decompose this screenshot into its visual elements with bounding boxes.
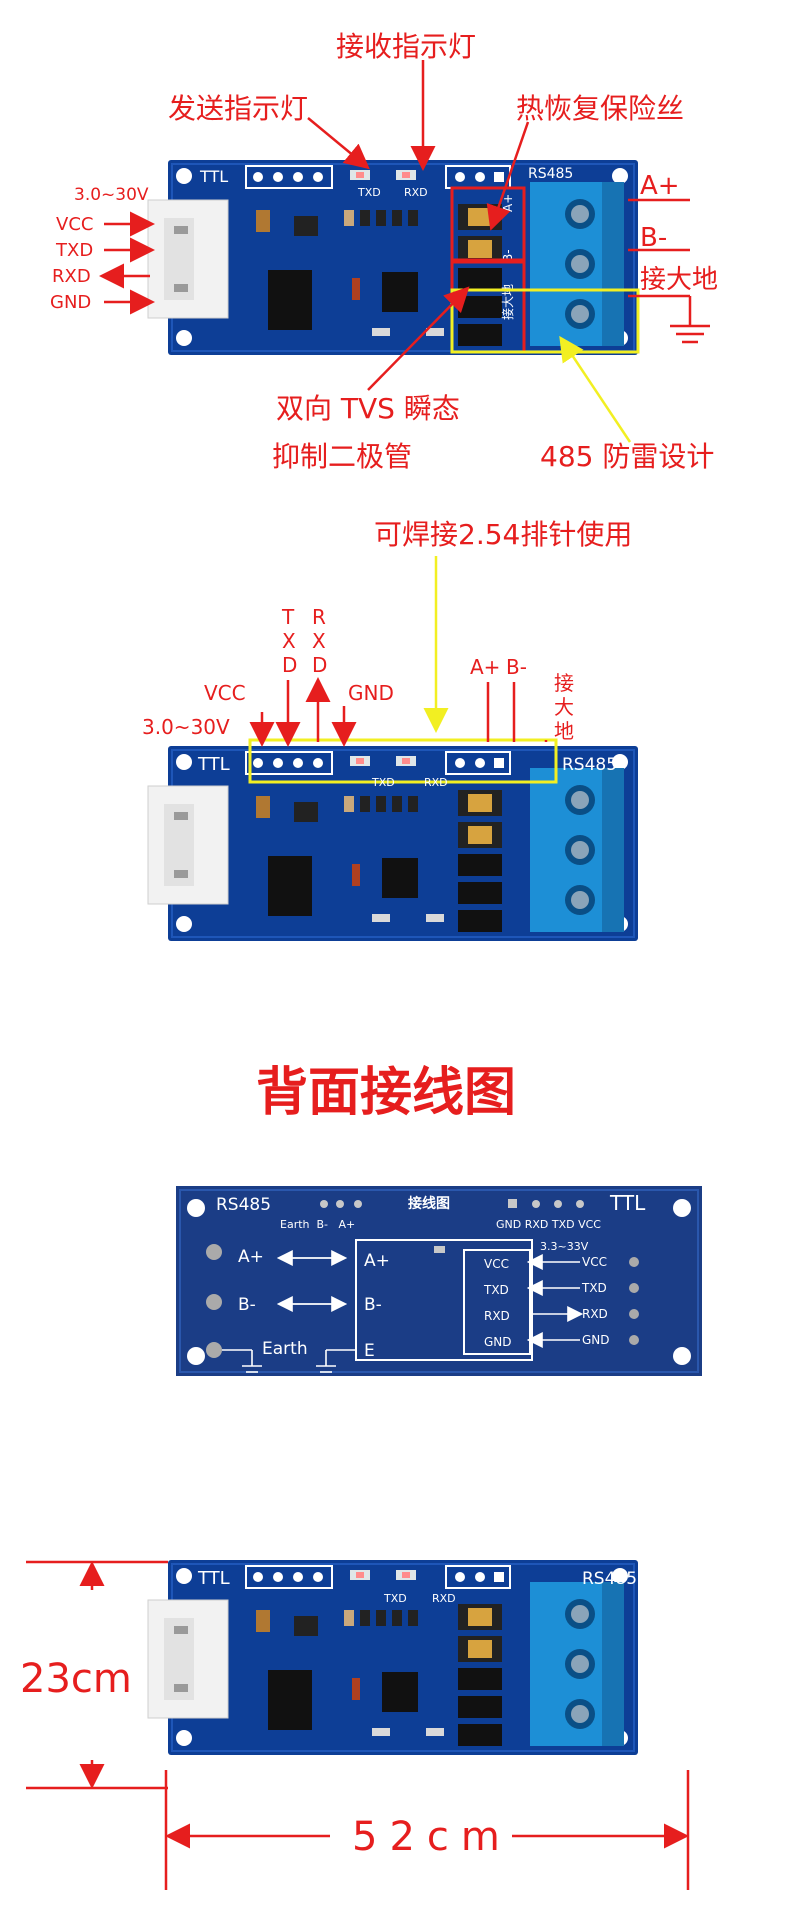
back-model: XY-K485 [356, 1381, 477, 1411]
back-top-left-pins: Earth B- A+ [280, 1218, 355, 1231]
width-dimension [164, 1770, 690, 1890]
svg-text:R: R [312, 605, 326, 629]
height-label: 23cm [20, 1656, 132, 1702]
ext-earth: Earth [262, 1339, 308, 1359]
ttl-silk-2: TTL [197, 754, 230, 775]
box-bminus: B- [364, 1295, 382, 1315]
section-title: 背面接线图 [256, 1063, 516, 1123]
back-earth-cn: 接大地 [262, 1388, 301, 1404]
svg-text:X: X [312, 629, 326, 653]
back-center-title: 接线图 [408, 1195, 450, 1212]
box-txd: TXD [483, 1283, 509, 1297]
svg-text:地: 地 [554, 719, 574, 743]
ext-rxd: RXD [582, 1307, 608, 1321]
tvs-label-line2: 抑制二极管 [272, 440, 412, 473]
fuse-label: 热恢复保险丝 [516, 92, 684, 125]
aplus-label-2: A+ [470, 655, 500, 679]
ext-aplus: A+ [238, 1247, 264, 1267]
box-gnd: GND [484, 1335, 512, 1349]
voltage-label-2: 3.0~30V [142, 715, 230, 739]
ext-gnd: GND [582, 1333, 610, 1347]
rs485-silk-4: RS485 [582, 1569, 637, 1589]
back-arrows [276, 1250, 584, 1348]
tx-led-arrow [307, 117, 370, 170]
svg-text:T: T [281, 605, 295, 629]
back-top-right-pins: GND RXD TXD VCC [496, 1218, 601, 1231]
vcc-label-1: VCC [56, 214, 93, 235]
svg-text:D: D [312, 653, 327, 677]
txd-silk-1: TXD [357, 186, 381, 199]
txd-silk-2: TXD [371, 776, 395, 789]
svg-text:接: 接 [554, 671, 574, 695]
rs485-silk-2: RS485 [562, 755, 617, 775]
lightning-highlight [450, 288, 640, 354]
rxd-silk-4: RXD [432, 1592, 456, 1605]
rxd-vertical-label: R X D [312, 605, 327, 677]
ttl-silk-1: TTL [199, 167, 228, 186]
ttl-silk-4: TTL [197, 1568, 230, 1589]
bminus-label-1: B- [640, 223, 667, 253]
back-rs485: RS485 [216, 1195, 271, 1215]
lightning-arrow [559, 335, 632, 443]
earth-silk-1: 接大地 [500, 284, 515, 320]
board-photo-1 [147, 159, 639, 356]
height-dimension [26, 1560, 168, 1790]
back-voltage: 3.3~33V [540, 1240, 589, 1253]
svg-text:D: D [282, 653, 297, 677]
back-ground-icons [222, 1349, 356, 1379]
back-ttl: TTL [609, 1191, 646, 1215]
board-photo-4 [147, 1559, 639, 1756]
rx-led-label: 接收指示灯 [336, 30, 476, 63]
gnd-label-1: GND [50, 292, 91, 313]
tvs-label-line1: 双向 TVS 瞬态 [276, 392, 460, 425]
header-highlight [248, 738, 558, 784]
voltage-label-1: 3.0~30V [74, 185, 149, 205]
svg-text:X: X [282, 629, 296, 653]
txd-label-1: TXD [55, 240, 93, 261]
box-vcc: VCC [484, 1257, 509, 1271]
fuse-arrow [486, 121, 530, 231]
ext-bminus: B- [238, 1295, 256, 1315]
box-aplus: A+ [364, 1251, 390, 1271]
tvs-arrow [367, 286, 470, 391]
rxd-label-1: RXD [52, 266, 91, 287]
bminus-label-2: B- [506, 655, 527, 679]
box-e: E [364, 1341, 375, 1361]
header-note: 可焊接2.54排针使用 [374, 518, 632, 551]
txd-silk-4: TXD [383, 1592, 407, 1605]
width-label: 52cm [352, 1814, 512, 1860]
ext-vcc: VCC [582, 1255, 607, 1269]
txd-vertical-label: T X D [281, 605, 297, 677]
earth-vertical-label: 接 大 地 [554, 671, 574, 743]
rxd-silk-1: RXD [404, 186, 428, 199]
vcc-label-2: VCC [204, 681, 246, 705]
lightning-label: 485 防雷设计 [540, 440, 714, 473]
tx-led-label: 发送指示灯 [168, 92, 308, 125]
rxd-silk-2: RXD [424, 776, 448, 789]
rs485-silk-1: RS485 [528, 166, 573, 182]
aplus-label-1: A+ [640, 171, 680, 201]
earth-label-1: 接大地 [640, 265, 718, 295]
board-back [176, 1186, 702, 1376]
svg-text:大: 大 [554, 695, 574, 719]
fuse-highlight [450, 186, 526, 262]
box-rxd: RXD [484, 1309, 510, 1323]
gnd-label-2: GND [348, 681, 394, 705]
ext-txd: TXD [581, 1281, 607, 1295]
ground-icon [670, 296, 710, 344]
